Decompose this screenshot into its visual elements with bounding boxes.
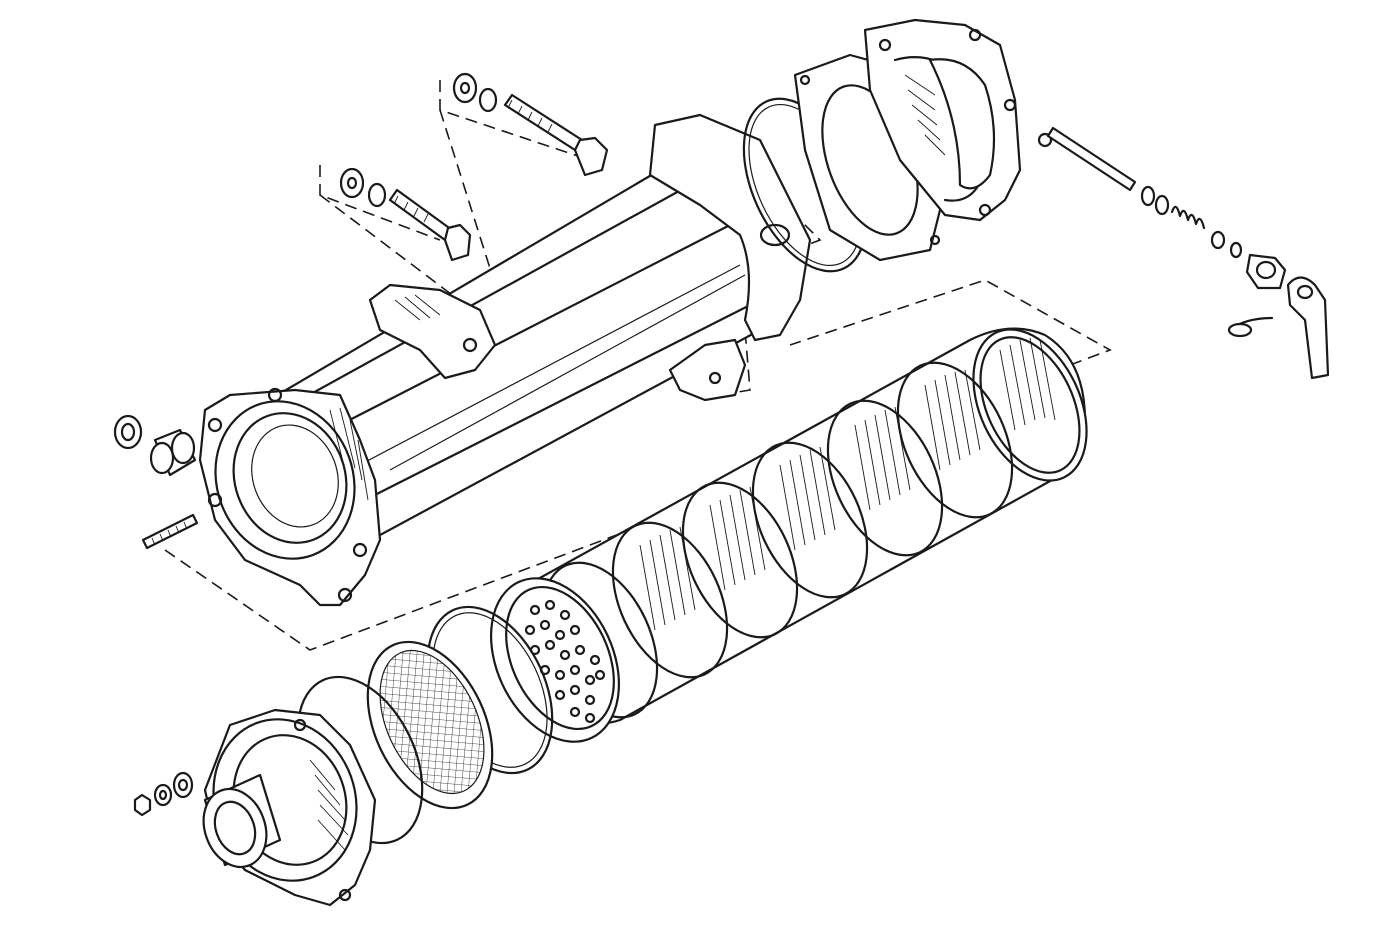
drain-tap-lever — [1227, 276, 1330, 380]
upper-mounting-bolt — [452, 72, 609, 177]
front-end-cap — [202, 708, 377, 907]
end-cap-nut-washers — [133, 771, 194, 817]
lower-mounting-bolt — [339, 167, 472, 262]
oil-cooler-body — [198, 113, 812, 607]
bushing-and-washer — [113, 414, 197, 477]
stud — [141, 513, 199, 550]
mesh-screen — [366, 640, 494, 810]
perforated-baffle-plate — [489, 577, 621, 743]
drain-valve-assembly — [1037, 126, 1287, 290]
rear-end-cover — [863, 18, 1022, 222]
cooler-core-tube-stack — [498, 327, 1088, 725]
